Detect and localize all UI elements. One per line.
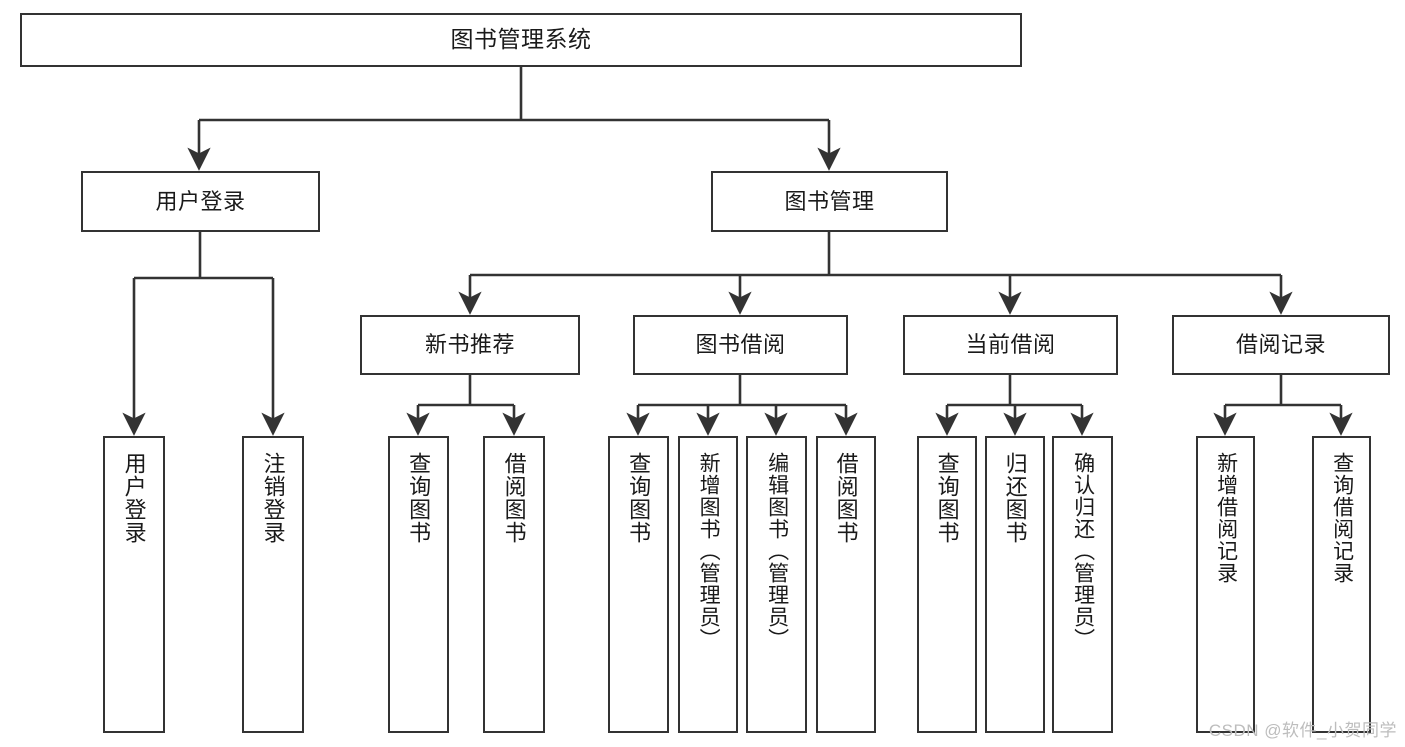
node-leaf-query-book-cur-label: 查询图书: [934, 452, 960, 544]
node-root[interactable]: 图书管理系统: [20, 13, 1022, 67]
node-user-login[interactable]: 用户登录: [81, 171, 320, 232]
node-book-borrow-label: 图书借阅: [695, 332, 786, 358]
node-leaf-query-record[interactable]: 查询借阅记录: [1312, 436, 1371, 733]
node-user-login-label: 用户登录: [155, 188, 246, 214]
node-leaf-confirm-return-label: 确认归还（管理员）: [1071, 452, 1095, 650]
node-leaf-query-book-borrow-label: 查询图书: [626, 452, 652, 544]
node-leaf-add-book[interactable]: 新增图书（管理员）: [678, 436, 738, 733]
node-book-manage[interactable]: 图书管理: [711, 171, 948, 232]
node-leaf-user-login[interactable]: 用户登录: [103, 436, 165, 733]
node-leaf-borrow-book-label: 借阅图书: [833, 452, 859, 544]
node-borrow-record-label: 借阅记录: [1235, 332, 1326, 358]
node-current-borrow-label: 当前借阅: [965, 332, 1056, 358]
node-leaf-query-book-borrow[interactable]: 查询图书: [608, 436, 669, 733]
node-leaf-borrow-book-rec-label: 借阅图书: [501, 452, 527, 544]
node-leaf-query-record-label: 查询借阅记录: [1330, 452, 1354, 584]
node-leaf-logout[interactable]: 注销登录: [242, 436, 304, 733]
node-leaf-edit-book-label: 编辑图书（管理员）: [765, 452, 789, 650]
node-leaf-query-book-rec[interactable]: 查询图书: [388, 436, 449, 733]
node-leaf-add-record[interactable]: 新增借阅记录: [1196, 436, 1255, 733]
node-book-borrow[interactable]: 图书借阅: [633, 315, 848, 375]
csdn-watermark: CSDN @软件_小贺同学: [1208, 721, 1397, 740]
node-borrow-record[interactable]: 借阅记录: [1172, 315, 1390, 375]
node-leaf-confirm-return[interactable]: 确认归还（管理员）: [1052, 436, 1113, 733]
node-leaf-query-book-cur[interactable]: 查询图书: [917, 436, 977, 733]
node-leaf-borrow-book-rec[interactable]: 借阅图书: [483, 436, 545, 733]
node-leaf-logout-label: 注销登录: [260, 452, 286, 544]
node-leaf-borrow-book[interactable]: 借阅图书: [816, 436, 876, 733]
node-current-borrow[interactable]: 当前借阅: [903, 315, 1118, 375]
node-leaf-query-book-rec-label: 查询图书: [406, 452, 432, 544]
node-new-book-rec-label: 新书推荐: [424, 332, 515, 358]
node-leaf-return-book[interactable]: 归还图书: [985, 436, 1045, 733]
node-leaf-edit-book[interactable]: 编辑图书（管理员）: [746, 436, 807, 733]
node-leaf-user-login-label: 用户登录: [121, 452, 147, 544]
node-leaf-add-record-label: 新增借阅记录: [1214, 452, 1238, 584]
node-new-book-rec[interactable]: 新书推荐: [360, 315, 580, 375]
node-root-label: 图书管理系统: [450, 26, 592, 53]
node-book-manage-label: 图书管理: [784, 188, 875, 214]
node-leaf-add-book-label: 新增图书（管理员）: [697, 452, 721, 650]
node-leaf-return-book-label: 归还图书: [1002, 452, 1028, 544]
